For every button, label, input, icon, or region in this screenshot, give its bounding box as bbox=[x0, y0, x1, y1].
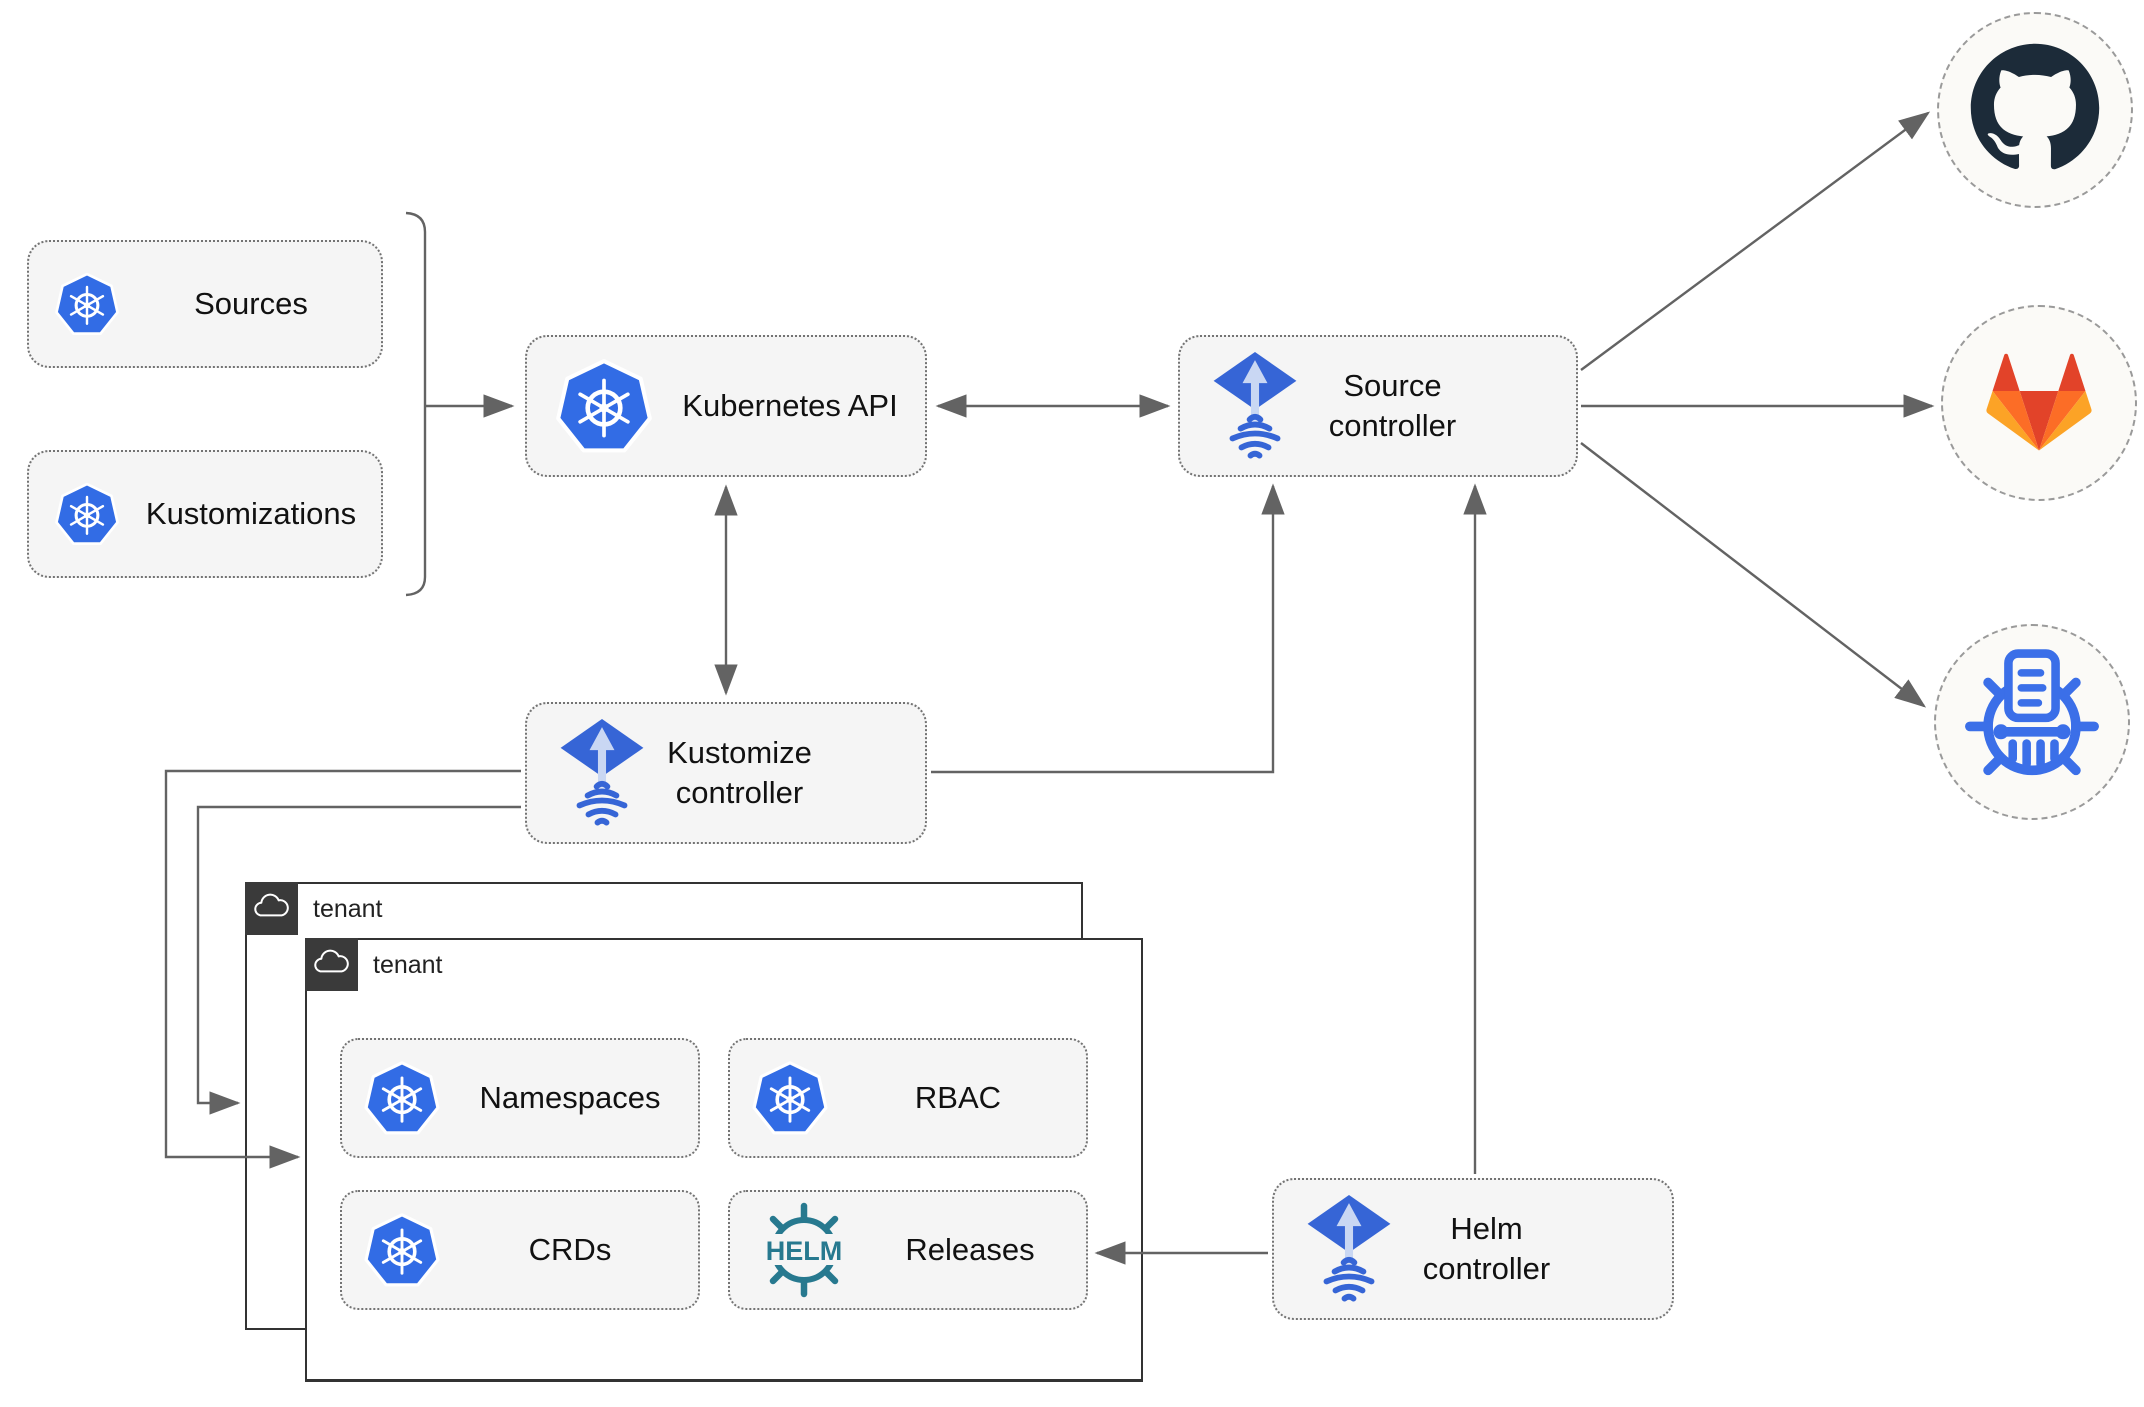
node-label: CRDs bbox=[528, 1232, 612, 1267]
flux-icon bbox=[1210, 350, 1300, 463]
node-label: Kubernetes API bbox=[682, 388, 898, 423]
connector-kustomize-source bbox=[931, 483, 1285, 774]
kubernetes-icon bbox=[750, 1058, 830, 1138]
node-helm-controller: Helm controller bbox=[1272, 1178, 1674, 1320]
helm-icon bbox=[754, 1200, 854, 1300]
cloud-icon bbox=[311, 947, 351, 982]
node-label: Releases bbox=[905, 1232, 1035, 1267]
external-github bbox=[1937, 12, 2133, 208]
tenant-label: tenant bbox=[373, 950, 443, 979]
connector-source-github bbox=[1580, 111, 1931, 371]
node-label: Sources bbox=[194, 286, 308, 321]
node-kustomize-controller: Kustomize controller bbox=[525, 702, 927, 844]
node-rbac: RBAC bbox=[728, 1038, 1088, 1158]
node-releases: Releases bbox=[728, 1190, 1088, 1310]
external-gitlab bbox=[1941, 305, 2137, 501]
tenant-label: tenant bbox=[313, 894, 383, 923]
flux-icon bbox=[1304, 1193, 1394, 1306]
kubernetes-icon bbox=[53, 480, 121, 548]
node-label: Namespaces bbox=[479, 1080, 661, 1115]
external-kustomize bbox=[1934, 624, 2130, 820]
node-kustomizations: Kustomizations bbox=[27, 450, 383, 578]
node-kubernetes-api: Kubernetes API bbox=[525, 335, 927, 477]
cloud-icon bbox=[251, 891, 291, 926]
github-icon bbox=[1968, 41, 2102, 180]
node-label: Source controller bbox=[1328, 368, 1457, 443]
kubernetes-icon bbox=[362, 1058, 442, 1138]
kubernetes-icon bbox=[362, 1210, 442, 1290]
node-label: RBAC bbox=[914, 1080, 1002, 1115]
kubernetes-icon bbox=[53, 270, 121, 338]
node-sources: Sources bbox=[27, 240, 383, 368]
connector-source-kustomize bbox=[1580, 442, 1927, 708]
node-crds: CRDs bbox=[340, 1190, 700, 1310]
node-label: Kustomizations bbox=[145, 496, 357, 531]
tenant-header bbox=[244, 881, 298, 935]
node-namespaces: Namespaces bbox=[340, 1038, 700, 1158]
kustomize-wheel-icon bbox=[1957, 645, 2107, 800]
flux-icon bbox=[557, 717, 647, 830]
node-label: Kustomize controller bbox=[667, 735, 812, 810]
node-source-controller: Source controller bbox=[1178, 335, 1578, 477]
tenant-box-front: tenant bbox=[304, 937, 1143, 1382]
kubernetes-icon bbox=[553, 355, 655, 457]
connector-brace bbox=[405, 211, 427, 597]
gitlab-icon bbox=[1976, 338, 2102, 469]
node-label: Helm controller bbox=[1422, 1211, 1551, 1286]
tenant-header bbox=[304, 937, 358, 991]
